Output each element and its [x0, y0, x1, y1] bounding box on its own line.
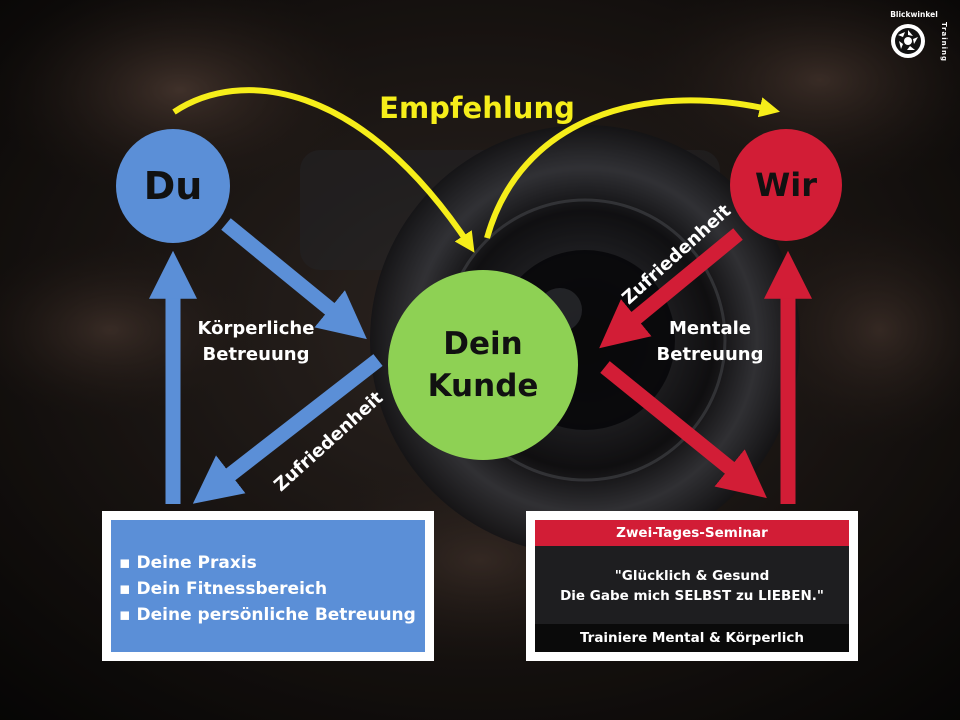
empfehlung-arrow-kunde-wir	[484, 97, 780, 239]
node-wir: Wir	[730, 129, 842, 241]
list-item: ▪Dein Fitnessbereich	[119, 576, 415, 602]
arrow-kunde-to-praxis	[192, 354, 383, 504]
mentale-betreuung-label: Mentale Betreuung	[640, 316, 780, 368]
brand-logo: Blickwinkel Training	[880, 8, 956, 78]
node-kunde-label-line1: Dein	[443, 326, 523, 362]
praxis-box: ▪Deine Praxis ▪Dein Fitnessbereich ▪Dein…	[102, 511, 434, 661]
seminar-box-inner: Zwei-Tages-Seminar "Glücklich & Gesund D…	[535, 520, 849, 652]
bullet-icon: ▪	[119, 579, 131, 599]
list-item: ▪Deine persönliche Betreuung	[119, 602, 416, 628]
seminar-quote-line1: "Glücklich & Gesund	[614, 568, 770, 584]
mentale-line1: Mentale	[668, 318, 752, 339]
camera-aperture-icon	[891, 24, 925, 58]
empfehlung-label: Empfehlung	[379, 91, 575, 125]
arrow-kunde-to-seminar	[600, 361, 767, 499]
koerperliche-betreuung-label: Körperliche Betreuung	[180, 316, 332, 368]
brand-sub: Training	[940, 22, 948, 62]
praxis-box-inner: ▪Deine Praxis ▪Dein Fitnessbereich ▪Dein…	[111, 520, 425, 652]
arrow-wir-to-kunde	[599, 228, 743, 349]
node-kunde-label-line2: Kunde	[427, 368, 539, 404]
node-dein-kunde: Dein Kunde	[388, 270, 578, 460]
node-wir-label: Wir	[754, 166, 818, 204]
seminar-quote: "Glücklich & Gesund Die Gabe mich SELBST…	[535, 566, 849, 606]
fitness-item-label: Dein Fitnessbereich	[136, 579, 328, 599]
arrow-du-to-kunde	[221, 218, 367, 340]
empfehlung-arrow-du-kunde	[172, 87, 475, 253]
node-du: Du	[116, 129, 230, 243]
seminar-header: Zwei-Tages-Seminar	[535, 520, 849, 546]
seminar-quote-line2: Die Gabe mich SELBST zu LIEBEN."	[560, 588, 824, 604]
koerperliche-line2: Betreuung	[202, 344, 310, 365]
seminar-footer: Trainiere Mental & Körperlich	[535, 624, 849, 652]
praxis-list: ▪Deine Praxis ▪Dein Fitnessbereich ▪Dein…	[119, 550, 416, 628]
mentale-line2: Betreuung	[656, 344, 764, 365]
bullet-icon: ▪	[119, 553, 131, 573]
koerperliche-line1: Körperliche	[197, 318, 315, 339]
seminar-box: Zwei-Tages-Seminar "Glücklich & Gesund D…	[526, 511, 858, 661]
node-du-label: Du	[143, 164, 203, 208]
list-item: ▪Deine Praxis	[119, 550, 415, 576]
betreuung-item-label: Deine persönliche Betreuung	[136, 605, 416, 625]
praxis-item-label: Deine Praxis	[136, 553, 257, 573]
bullet-icon: ▪	[119, 605, 131, 625]
brand-name: Blickwinkel	[890, 10, 938, 19]
